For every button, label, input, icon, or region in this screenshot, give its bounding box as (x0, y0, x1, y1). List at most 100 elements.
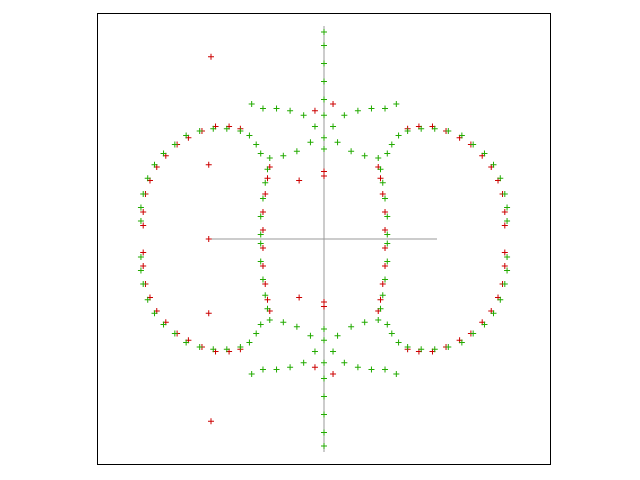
point-series-1-27 (144, 296, 151, 303)
point-series-1-90 (375, 317, 382, 323)
point-series-1-106 (384, 213, 391, 220)
point-series-1-79 (293, 323, 300, 330)
point-series-1-69 (382, 105, 389, 112)
point-series-1-124 (321, 42, 327, 49)
point-series-1-11 (237, 128, 244, 134)
point-series-1-38 (501, 281, 508, 287)
point-series-1-2 (140, 191, 147, 197)
point-series-0-53 (382, 227, 389, 233)
point-series-1-125 (321, 29, 327, 35)
point-series-0-1 (140, 209, 147, 215)
point-series-0-82 (330, 371, 337, 377)
point-series-1-82 (259, 366, 266, 373)
point-series-1-65 (361, 152, 368, 159)
point-series-1-78 (280, 319, 287, 326)
point-series-1-116 (384, 258, 391, 265)
point-series-1-4 (151, 161, 158, 168)
point-series-1-87 (395, 339, 402, 346)
point-series-0-12 (501, 222, 508, 229)
point-series-0-64 (382, 263, 389, 269)
point-series-1-105 (384, 231, 391, 238)
point-series-1-6 (171, 141, 178, 148)
point-series-1-16 (490, 161, 497, 168)
point-series-1-13 (504, 204, 511, 211)
point-series-1-55 (248, 101, 255, 107)
point-series-0-13 (501, 209, 508, 215)
point-series-1-68 (393, 101, 400, 107)
point-series-1-9 (210, 125, 217, 132)
point-series-1-108 (379, 179, 386, 186)
point-series-1-134 (321, 337, 327, 344)
point-series-1-70 (368, 105, 375, 112)
point-series-1-43 (458, 339, 465, 346)
point-series-1-34 (223, 346, 230, 353)
point-series-0-80 (311, 364, 318, 371)
point-series-1-80 (307, 332, 314, 339)
point-series-1-102 (259, 195, 266, 202)
point-series-1-117 (382, 276, 389, 283)
point-series-1-30 (171, 330, 178, 337)
point-series-1-5 (160, 150, 167, 157)
point-series-1-109 (377, 166, 384, 173)
point-series-0-24 (140, 249, 147, 256)
point-series-1-58 (287, 107, 294, 114)
point-series-1-1 (137, 204, 144, 211)
data-points (137, 29, 511, 449)
point-series-0-49 (259, 209, 266, 215)
point-series-1-130 (321, 429, 327, 436)
point-series-0-63 (382, 245, 389, 251)
point-series-1-48 (246, 132, 253, 139)
point-series-0-75 (205, 310, 212, 317)
point-series-1-12 (504, 218, 511, 224)
point-series-1-17 (481, 150, 488, 157)
point-series-1-8 (196, 128, 203, 134)
point-series-1-126 (321, 359, 327, 366)
point-series-1-41 (481, 321, 488, 328)
point-series-1-22 (418, 125, 425, 132)
point-series-1-7 (183, 132, 190, 139)
point-series-1-76 (257, 321, 264, 328)
point-series-1-18 (470, 141, 477, 148)
point-series-0-71 (321, 303, 327, 310)
point-series-1-15 (497, 175, 504, 182)
point-series-1-100 (257, 231, 264, 238)
point-series-1-113 (262, 292, 269, 299)
point-series-1-128 (321, 393, 327, 400)
point-series-1-19 (458, 132, 465, 139)
point-series-0-81 (330, 101, 337, 107)
point-series-1-62 (388, 141, 395, 148)
point-series-1-24 (137, 254, 144, 260)
point-series-1-59 (300, 112, 307, 119)
point-series-1-37 (504, 267, 511, 274)
point-series-1-49 (253, 141, 260, 148)
point-series-1-64 (375, 155, 382, 161)
point-series-1-111 (257, 258, 264, 265)
point-series-0-61 (264, 296, 271, 303)
point-series-1-92 (348, 323, 355, 330)
point-series-0-73 (208, 418, 214, 425)
point-series-1-63 (384, 150, 391, 157)
point-series-1-83 (273, 366, 280, 373)
point-series-0-37 (501, 263, 508, 269)
point-series-1-118 (379, 292, 386, 299)
point-series-1-129 (321, 411, 327, 418)
point-series-1-66 (348, 148, 355, 155)
point-series-1-25 (137, 267, 144, 274)
point-series-1-14 (501, 191, 508, 197)
point-series-1-3 (144, 175, 151, 182)
point-series-1-31 (183, 339, 190, 346)
point-series-1-85 (300, 359, 307, 366)
point-series-1-120 (321, 112, 327, 119)
point-series-1-89 (384, 321, 391, 328)
point-series-1-40 (490, 310, 497, 317)
point-series-1-32 (196, 344, 203, 350)
point-series-1-107 (382, 195, 389, 202)
point-series-1-131 (321, 443, 327, 449)
point-series-1-73 (330, 123, 337, 130)
point-series-0-56 (377, 175, 384, 182)
point-series-1-98 (341, 359, 348, 366)
point-series-1-84 (287, 364, 294, 371)
point-series-0-79 (311, 107, 318, 114)
point-series-1-93 (334, 332, 341, 339)
point-series-1-20 (445, 128, 452, 134)
